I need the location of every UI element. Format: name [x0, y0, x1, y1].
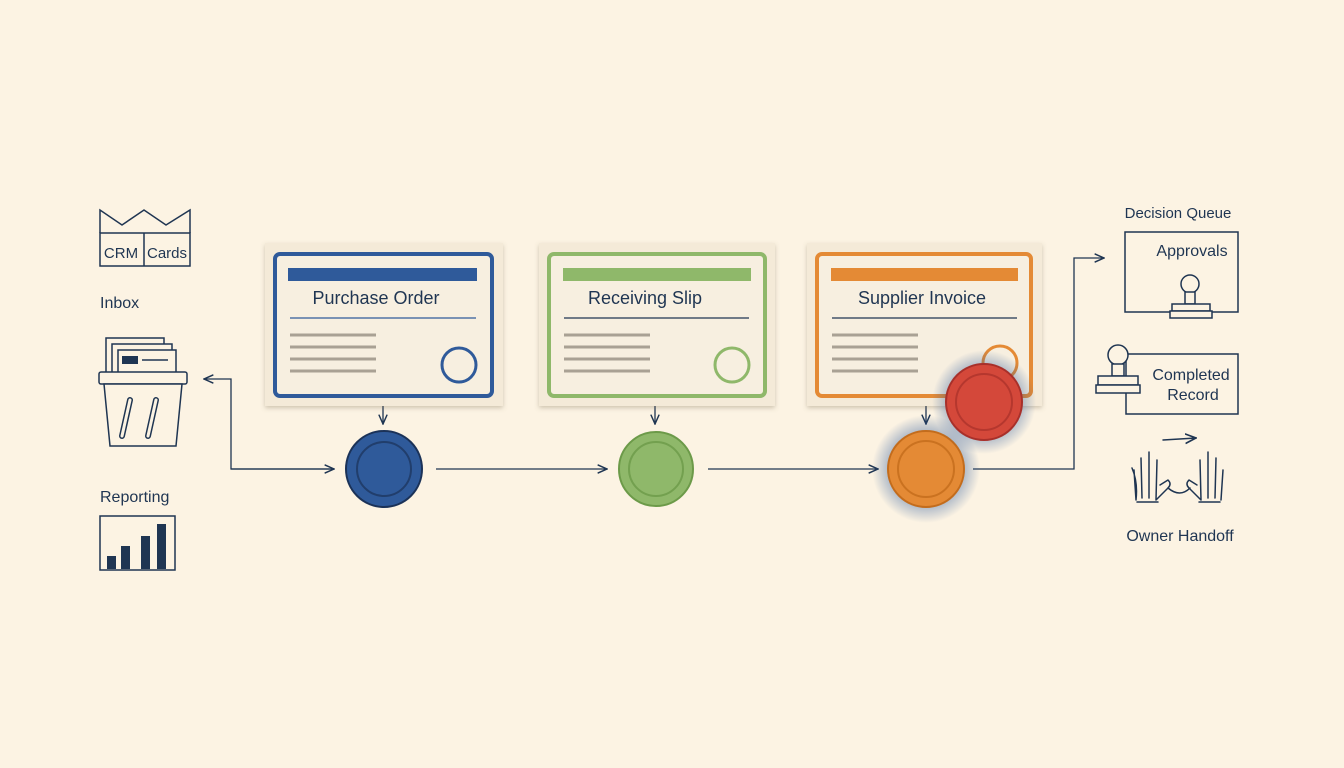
cards-label: Cards [147, 245, 187, 262]
purchase-order-card[interactable]: Purchase Order [265, 243, 503, 406]
inbox-label: Inbox [100, 295, 139, 312]
inbox-tray-icon [98, 337, 188, 447]
supplier-invoice-title: Supplier Invoice [858, 288, 986, 308]
approval-stamp-icon [1169, 274, 1213, 319]
completed-record-box[interactable]: Completed Record [1125, 353, 1239, 415]
purchase-order-title: Purchase Order [312, 288, 439, 308]
crm-cards-icon [99, 208, 191, 267]
bar-chart-icon [99, 515, 176, 571]
approvals-box[interactable]: Approvals [1124, 231, 1239, 313]
approvals-label: Approvals [1156, 243, 1227, 260]
seal-icon [440, 346, 478, 384]
receiving-slip-title: Receiving Slip [588, 288, 702, 308]
arrow-to-decision-queue [973, 258, 1104, 470]
receiving-slip-card[interactable]: Receiving Slip [539, 243, 775, 406]
owner-handoff-label: Owner Handoff [1126, 528, 1234, 545]
crm-label: CRM [104, 245, 138, 262]
completed-label-line1: Completed [1152, 367, 1229, 384]
red-status-token[interactable] [932, 350, 1036, 454]
green-status-token[interactable] [618, 431, 694, 507]
seal-icon [713, 346, 751, 384]
blue-status-token[interactable] [345, 430, 423, 508]
owner-handoff-icon [1131, 438, 1224, 503]
completed-label-line2: Record [1167, 387, 1219, 404]
reporting-label: Reporting [100, 489, 169, 506]
flow-connectors [204, 258, 1104, 469]
decision-queue-label: Decision Queue [1125, 205, 1232, 222]
stamp-icon [1095, 344, 1141, 394]
